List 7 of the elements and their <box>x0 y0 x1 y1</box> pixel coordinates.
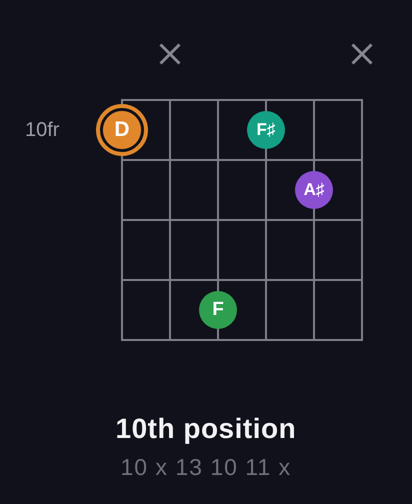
position-heading: 10th position <box>116 412 296 446</box>
fret-number-label: 10fr <box>25 118 60 142</box>
root-note-dot: D <box>96 104 148 156</box>
fingering-text: 10 x 13 10 11 x <box>120 453 292 481</box>
note-dot: F♯ <box>247 111 285 149</box>
note-dot: F <box>199 291 237 329</box>
note-dot: A♯ <box>295 171 333 209</box>
